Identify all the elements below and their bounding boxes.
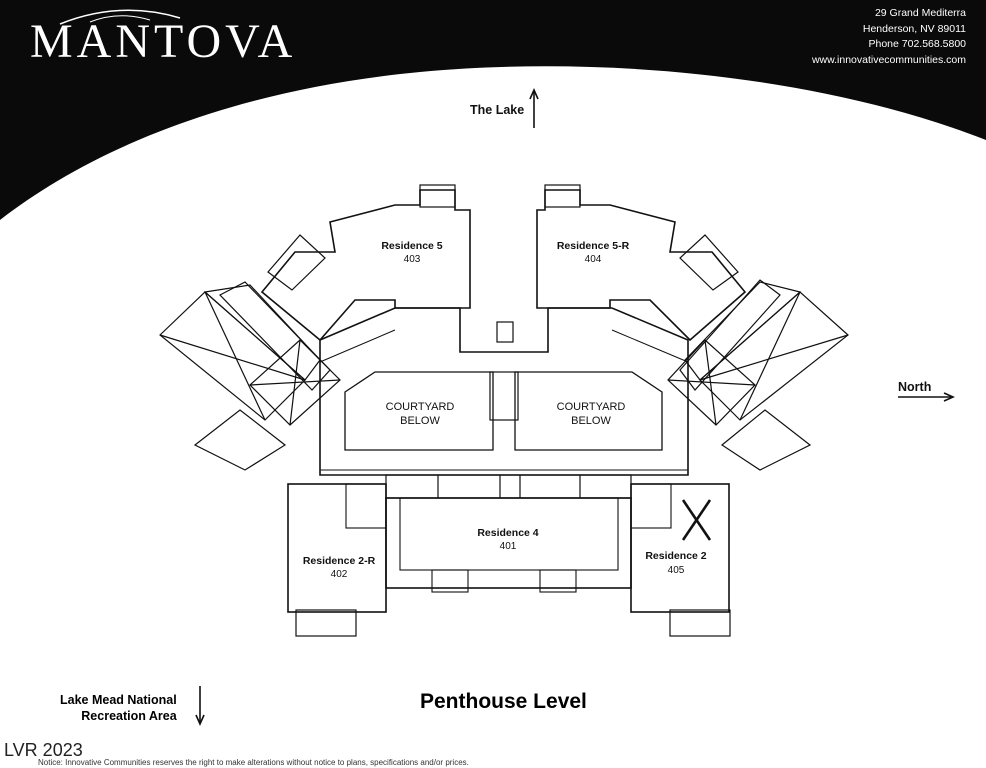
brand-logo: MANTOVA <box>30 15 297 68</box>
address-line: 29 Grand Mediterra <box>874 7 966 19</box>
residence-5r-label: Residence 5-R <box>556 240 630 252</box>
residence-4-label: Residence 4 <box>477 527 539 539</box>
lake-direction-label: The Lake <box>470 103 525 117</box>
courtyard-left-label: COURTYARD BELOW <box>385 401 455 427</box>
residence-5-unit: 403 <box>403 254 421 265</box>
page-title: Penthouse Level <box>420 690 587 713</box>
residence-5r-unit: 404 <box>584 254 602 265</box>
watermark: LVR 2023 <box>4 740 83 760</box>
residence-4-unit: 401 <box>499 541 517 552</box>
residence-5-label: Residence 5 <box>381 240 443 252</box>
website-link[interactable]: www.innovativecommunities.com <box>811 53 966 66</box>
phone-line: Phone 702.568.5800 <box>868 38 966 50</box>
lower-corridor <box>385 474 632 499</box>
contact-block: 29 Grand Mediterra Henderson, NV 89011 P… <box>812 6 966 68</box>
residence-2r-label: Residence 2-R <box>302 555 376 567</box>
address-line: Henderson, NV 89011 <box>862 22 966 35</box>
residence-2-unit: 405 <box>667 565 685 576</box>
north-direction-label: North <box>898 380 932 394</box>
disclaimer-text: Notice: Innovative Communities reserves … <box>38 758 469 767</box>
lake-arrow-icon <box>529 88 539 128</box>
left-roof <box>159 281 341 471</box>
right-roof <box>667 279 849 471</box>
residence-2r-unit: 402 <box>330 569 348 580</box>
south-arrow-icon <box>195 686 205 726</box>
residence-2-outline <box>630 483 731 637</box>
residence-2-label: Residence 2 <box>645 550 707 562</box>
courtyard-right-label: COURTYARD BELOW <box>556 401 626 427</box>
residence-2r-outline <box>287 483 387 637</box>
central-corridor <box>319 307 689 476</box>
lake-mead-label: Lake Mead National Recreation Area <box>60 693 177 723</box>
north-arrow-icon <box>898 392 955 402</box>
